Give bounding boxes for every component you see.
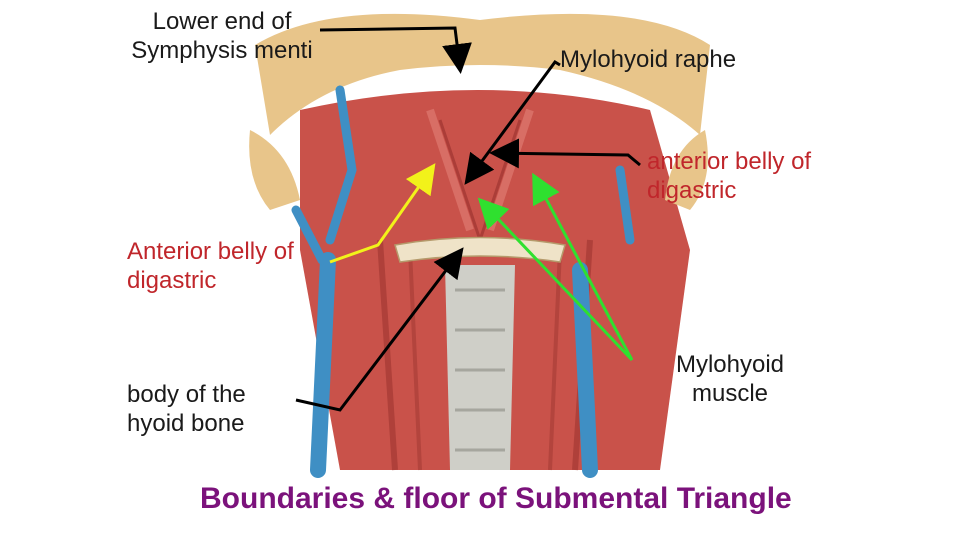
pointer-mylohyoid-2 xyxy=(532,172,634,361)
pointer-ant-belly-right xyxy=(489,138,641,169)
slide-title-text: Boundaries & floor of Submental Triangle xyxy=(200,482,792,515)
pointer-ant-belly-left xyxy=(329,163,436,264)
label-mylohyoid-muscle: Mylohyoid muscle xyxy=(650,350,810,408)
label-ant-belly-left-text: Anterior belly of digastric xyxy=(127,238,294,294)
label-ant-belly-right-text: anterior belly of digastric xyxy=(647,148,812,204)
neck-anatomy-illustration xyxy=(249,13,710,478)
pointer-mylohyoid-1 xyxy=(477,197,634,362)
label-symphysis-text: Lower end of Symphysis menti xyxy=(131,8,313,64)
slide-title: Boundaries & floor of Submental Triangle xyxy=(200,482,792,515)
larynx-trachea xyxy=(445,265,515,470)
right-jugular-vein xyxy=(572,262,598,478)
mandible-bone xyxy=(255,13,710,135)
label-raphe-text: Mylohyoid raphe xyxy=(560,46,737,73)
label-anterior-belly-left: Anterior belly of digastric xyxy=(127,237,337,295)
label-hyoid-text: body of the hyoid bone xyxy=(127,381,246,437)
label-anterior-belly-right: anterior belly of digastric xyxy=(647,147,847,205)
label-mylohyoid-text: Mylohyoid muscle xyxy=(675,351,785,407)
left-jugular-vein xyxy=(310,252,336,478)
label-mylohyoid-raphe: Mylohyoid raphe xyxy=(560,45,736,74)
label-hyoid-body: body of the hyoid bone xyxy=(127,380,307,438)
label-symphysis-menti: Lower end of Symphysis menti xyxy=(122,7,322,65)
pointer-hyoid xyxy=(295,247,464,412)
pointer-symphysis xyxy=(319,26,472,74)
